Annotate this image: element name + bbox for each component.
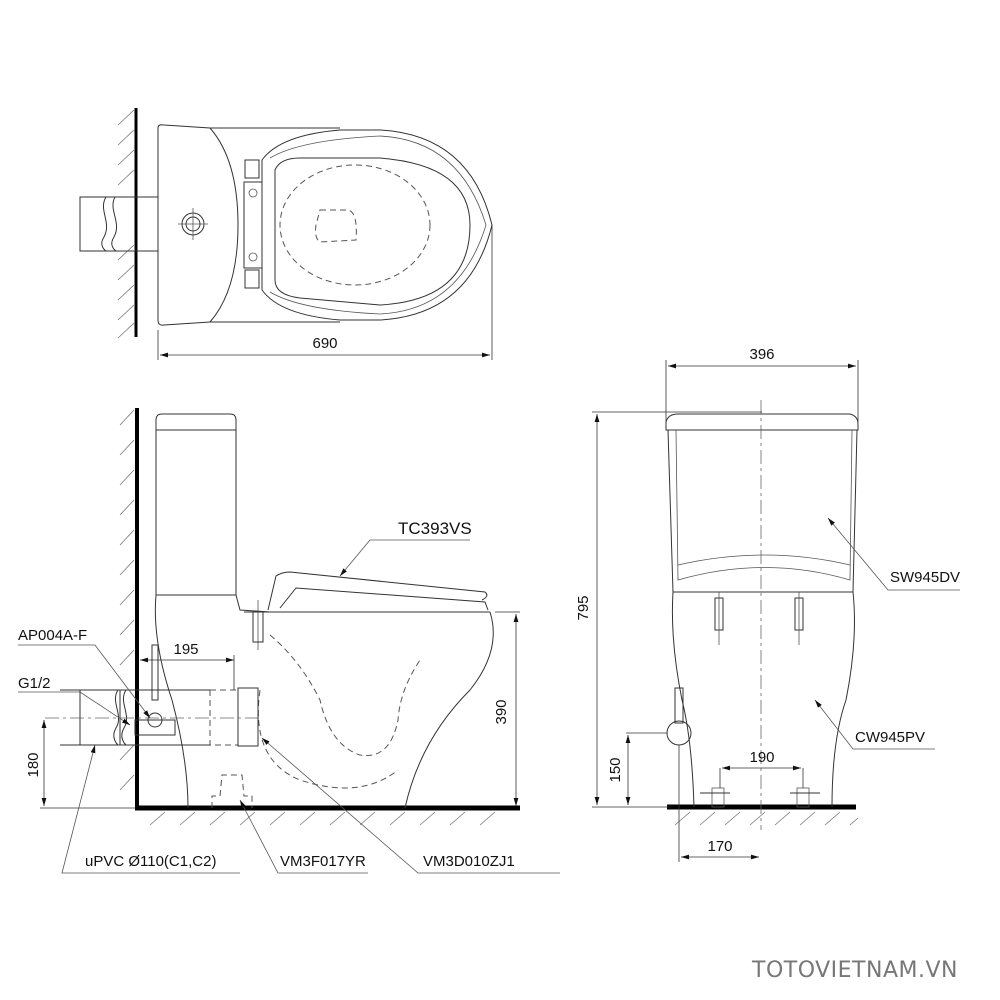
dim-rough-in: 195 bbox=[173, 641, 198, 658]
label-bowl: CW945PV bbox=[855, 729, 925, 746]
label-thread: G1/2 bbox=[18, 675, 51, 692]
label-floor-fixing: VM3F017YR bbox=[280, 853, 366, 870]
label-pipe: uPVC Ø110(C1,C2) bbox=[85, 853, 216, 870]
label-tank: SW945DV bbox=[890, 569, 960, 586]
dim-width: 396 bbox=[749, 346, 774, 363]
front-floor-hatch bbox=[674, 811, 859, 826]
dim-bolt-spacing: 190 bbox=[749, 749, 774, 766]
side-wall-hatch bbox=[119, 409, 496, 826]
dim-total-height: 795 bbox=[575, 595, 592, 620]
dim-drain-height: 180 bbox=[25, 752, 42, 777]
watermark: TOTOVIETNAM.VN bbox=[752, 958, 958, 983]
label-angle-valve: AP004A-F bbox=[18, 627, 87, 644]
wall-hatch bbox=[117, 109, 135, 339]
dim-seat-height: 390 bbox=[493, 699, 510, 724]
front-view: 396 795 150 190 170 SW945DV CW945PV bbox=[575, 346, 960, 862]
side-view: 195 390 180 TC393VS AP004A-F G1/2 uPVC Ø… bbox=[18, 408, 560, 874]
top-view: 690 bbox=[79, 108, 493, 360]
dim-length: 690 bbox=[312, 335, 337, 352]
label-connector: VM3D010ZJ1 bbox=[423, 853, 515, 870]
dim-supply-offset: 170 bbox=[707, 838, 732, 855]
dim-supply-height: 150 bbox=[607, 757, 624, 782]
label-seat: TC393VS bbox=[398, 519, 472, 538]
